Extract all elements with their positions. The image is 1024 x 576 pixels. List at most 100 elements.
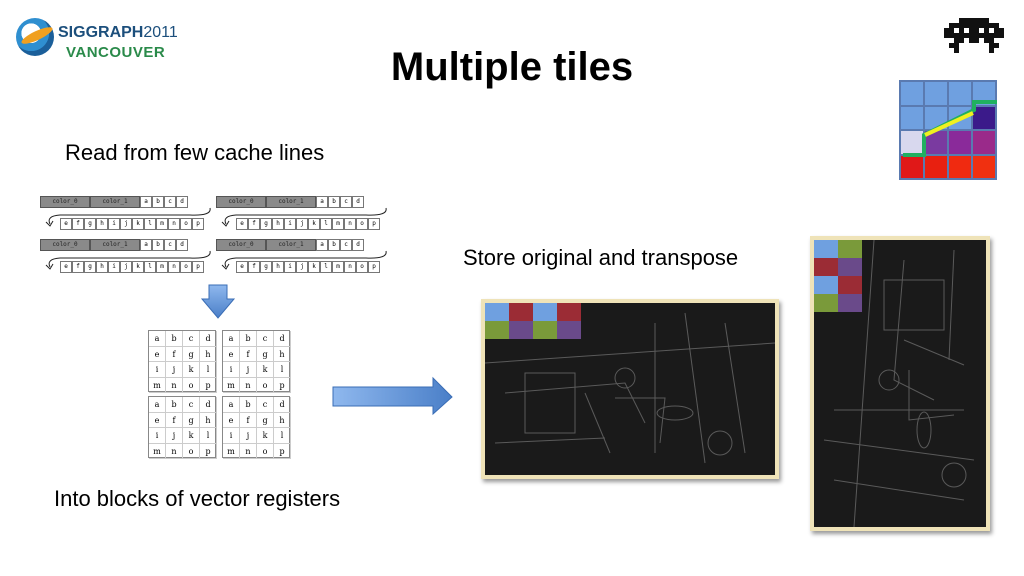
register-cell: m: [149, 377, 166, 393]
cache-line-cell: j: [296, 261, 308, 273]
tile-purple: [509, 321, 533, 339]
register-cell: e: [149, 412, 166, 428]
cache-line-cell: d: [352, 239, 364, 251]
register-cell: b: [240, 397, 257, 413]
cache-line-cell: e: [236, 218, 248, 230]
cache-line-cell: f: [72, 218, 84, 230]
tile-purple: [838, 258, 862, 276]
cache-line-cell: n: [344, 218, 356, 230]
register-cell: f: [166, 412, 183, 428]
register-cell: o: [183, 443, 200, 459]
cache-line-cell: a: [140, 196, 152, 208]
cache-line-cell: h: [96, 261, 108, 273]
logo-year: 2011: [143, 24, 178, 41]
cache-line-cell: h: [272, 218, 284, 230]
register-cell: o: [183, 377, 200, 393]
cache-line-cell: m: [332, 261, 344, 273]
register-cell: f: [240, 412, 257, 428]
wrap-arrow-icon: [221, 207, 387, 227]
register-cell: i: [149, 428, 166, 444]
register-cell: c: [183, 397, 200, 413]
siggraph-logo: SIGGRAPH2011 VANCOUVER: [14, 14, 178, 66]
register-cell: d: [274, 397, 291, 413]
siggraph-logo-icon: [16, 18, 54, 56]
tile-red: [509, 303, 533, 321]
register-cell: j: [240, 428, 257, 444]
register-cell: i: [223, 362, 240, 378]
cache-line-cell: p: [368, 218, 380, 230]
register-cell: g: [257, 346, 274, 362]
cache-line-cell: p: [368, 261, 380, 273]
register-cell: l: [200, 428, 217, 444]
register-cell: h: [274, 412, 291, 428]
register-cell: b: [166, 397, 183, 413]
cache-line-cell: o: [180, 218, 192, 230]
wrap-arrow-icon: [45, 207, 211, 227]
register-cell: k: [183, 362, 200, 378]
register-cell: j: [240, 362, 257, 378]
register-cell: n: [240, 377, 257, 393]
tile-green: [485, 321, 509, 339]
tile-purple: [557, 321, 581, 339]
cache-line-label: color_0: [216, 239, 266, 251]
cache-line-cell: c: [340, 196, 352, 208]
cache-line-label: color_0: [216, 196, 266, 208]
register-cell: e: [223, 412, 240, 428]
tile-green: [814, 294, 838, 312]
cache-line-cell: m: [156, 261, 168, 273]
register-cell: k: [257, 428, 274, 444]
register-cell: a: [149, 331, 166, 347]
register-cell: n: [240, 443, 257, 459]
cache-line-cell: l: [320, 218, 332, 230]
register-cell: l: [274, 362, 291, 378]
cache-line-cell: c: [164, 239, 176, 251]
cache-line-cell: b: [152, 239, 164, 251]
register-cell: m: [149, 443, 166, 459]
cache-line-cell: f: [248, 218, 260, 230]
cache-line-cell: j: [120, 261, 132, 273]
cache-line-cell: o: [356, 218, 368, 230]
register-cell: l: [200, 362, 217, 378]
cache-line-label: color_1: [266, 196, 316, 208]
cache-line-cell: i: [108, 261, 120, 273]
cache-line-cell: o: [356, 261, 368, 273]
register-cell: f: [240, 346, 257, 362]
register-cell: k: [257, 362, 274, 378]
wrap-arrow-icon: [221, 250, 387, 270]
cache-line-cell: k: [132, 261, 144, 273]
cache-line-cell: i: [284, 261, 296, 273]
cache-line-cell: g: [84, 218, 96, 230]
cache-line-label: color_1: [90, 239, 140, 251]
register-cell: d: [274, 331, 291, 347]
register-cell: c: [183, 331, 200, 347]
cache-line-cell: c: [340, 239, 352, 251]
register-cell: a: [149, 397, 166, 413]
cache-line-cell: m: [332, 218, 344, 230]
cache-line-cell: g: [260, 218, 272, 230]
cache-line-cell: e: [60, 261, 72, 273]
register-cell: a: [223, 331, 240, 347]
register-cell: c: [257, 397, 274, 413]
cache-line-cell: b: [328, 239, 340, 251]
register-cell: p: [274, 377, 291, 393]
cache-line-cell: n: [344, 261, 356, 273]
register-cell: p: [200, 443, 217, 459]
register-cell: i: [149, 362, 166, 378]
cache-line-cell: o: [180, 261, 192, 273]
cache-line-cell: d: [176, 239, 188, 251]
cache-line-cell: h: [96, 218, 108, 230]
scene-image-original: [481, 299, 779, 479]
tile-red: [814, 258, 838, 276]
tile-grid-icon: [899, 80, 997, 180]
register-cell: o: [257, 443, 274, 459]
cache-line-cell: i: [108, 218, 120, 230]
